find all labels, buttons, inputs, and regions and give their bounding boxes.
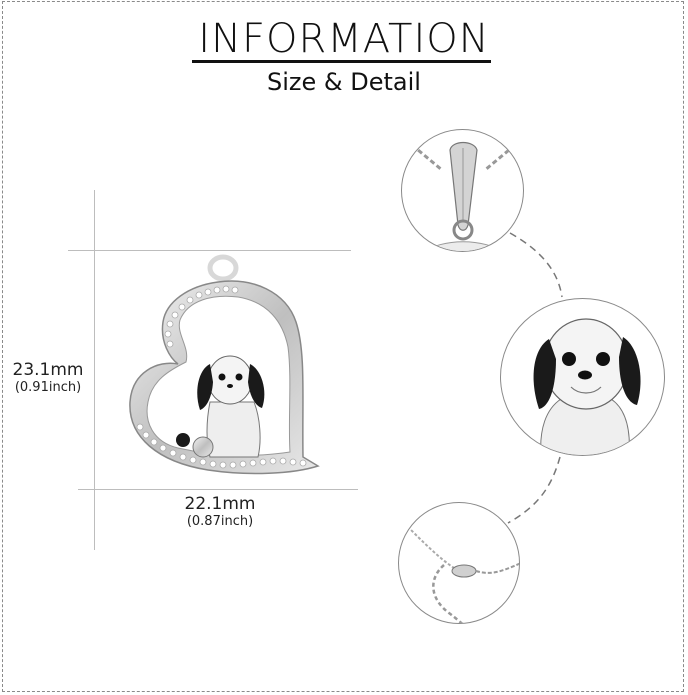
dashed-connector xyxy=(500,225,580,535)
page-title: INFORMATION xyxy=(198,16,490,62)
width-dimension: 22.1mm (0.87inch) xyxy=(170,494,270,530)
title-underline xyxy=(192,60,491,63)
clasp-closeup-circle xyxy=(398,502,520,624)
height-mm: 23.1mm xyxy=(12,360,84,380)
height-inch: (0.91inch) xyxy=(14,380,82,395)
vertical-guide-line xyxy=(94,190,95,550)
page-subtitle: Size & Detail xyxy=(267,68,421,96)
width-inch: (0.87inch) xyxy=(186,514,254,529)
dog-face-closeup-circle xyxy=(500,298,665,456)
heart-dog-pendant-image xyxy=(118,252,328,482)
bail-closeup-circle xyxy=(401,129,524,252)
top-guide-line xyxy=(68,250,351,251)
height-dimension: 23.1mm (0.91inch) xyxy=(6,360,90,396)
width-mm: 22.1mm xyxy=(184,494,256,514)
bottom-guide-line xyxy=(78,489,358,490)
